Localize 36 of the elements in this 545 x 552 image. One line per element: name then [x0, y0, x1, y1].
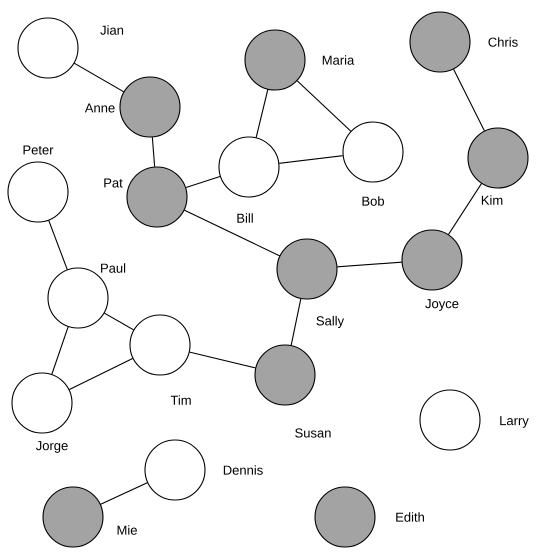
- connector-line: [296, 80, 352, 132]
- connector-line: [453, 69, 485, 131]
- connector-line: [448, 183, 482, 235]
- name-label: Jorge: [36, 441, 68, 453]
- connector-line: [104, 312, 134, 330]
- name-label: Peter: [24, 145, 54, 155]
- name-label: Pat: [104, 178, 123, 188]
- connector-line: [337, 262, 402, 268]
- connector-line: [74, 62, 124, 92]
- connector-line: [184, 210, 280, 256]
- name-label: Anne: [84, 103, 115, 113]
- name-label: Paul: [101, 263, 126, 273]
- connector-line: [152, 137, 156, 167]
- connector-line: [290, 298, 302, 346]
- name-label: Bob: [362, 196, 384, 206]
- name-label: Sally: [316, 316, 344, 328]
- connector-line: [256, 90, 268, 138]
- name-label: Susan: [295, 428, 331, 438]
- connector-line: [186, 176, 220, 188]
- connector-line: [48, 220, 68, 270]
- connector-line: [69, 358, 133, 390]
- name-label: Dennis: [224, 465, 263, 475]
- name-label: Larry: [500, 416, 529, 428]
- name-label: Chris: [488, 37, 518, 47]
- name-label: Maria: [322, 55, 354, 65]
- connector-line: [51, 326, 69, 374]
- name-label: Bill: [237, 213, 253, 223]
- connector-line: [279, 155, 343, 164]
- name-label: Jian: [100, 25, 124, 35]
- name-label: Edith: [396, 512, 424, 522]
- name-label: Joyce: [425, 299, 458, 311]
- name-label: Tim: [170, 395, 191, 405]
- connector-line: [100, 482, 148, 505]
- name-label: Mie: [118, 525, 137, 535]
- connector-line: [190, 352, 256, 368]
- name-label: Kim: [482, 195, 502, 205]
